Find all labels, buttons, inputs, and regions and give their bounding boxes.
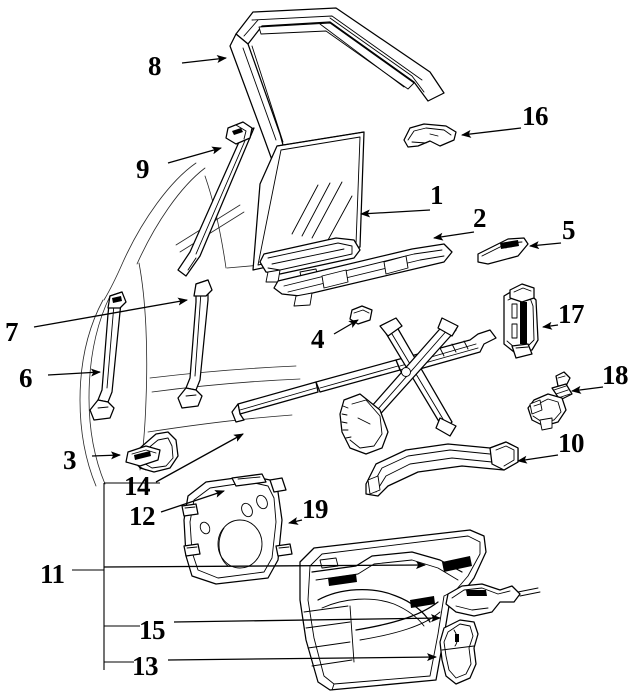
part-9-window-run-channel [177, 121, 255, 277]
callout-3: 3 [63, 445, 77, 475]
callout-14: 14 [124, 471, 151, 501]
part-17-window-regulator-motor [503, 283, 539, 359]
callout-16: 16 [522, 101, 549, 131]
callout-19: 19 [302, 494, 329, 524]
callout-18: 18 [602, 360, 629, 390]
callout-8: 8 [148, 51, 162, 81]
part-15-inside-handle-bezel [445, 583, 541, 617]
callout-5: 5 [562, 215, 576, 245]
callout-15: 15 [139, 615, 166, 645]
part-7-front-glass-run-channel [177, 279, 213, 409]
part-10-armrest-support-bracket [365, 441, 519, 497]
part-4-glass-stabilizer-bumper [349, 305, 373, 325]
callout-4: 4 [311, 324, 325, 354]
part-13-door-latch-remote-control [439, 619, 479, 685]
callout-10: 10 [558, 428, 585, 458]
part-12-window-regulator-assembly [339, 317, 459, 455]
part-5-glass-run-clip [477, 237, 529, 265]
callout-17: 17 [558, 299, 585, 329]
part-18-lock-knob-and-rod [527, 371, 573, 431]
callout-11: 11 [40, 559, 65, 589]
callout-2: 2 [473, 203, 487, 233]
callout-1: 1 [430, 180, 444, 210]
glass-lower-support-rail [273, 243, 453, 307]
callout-7: 7 [5, 317, 19, 347]
part-3-regulator-roller-guide [125, 431, 179, 473]
callout-9: 9 [136, 154, 150, 184]
callout-13: 13 [132, 651, 159, 681]
callout-12: 12 [129, 501, 156, 531]
leader-lines [33, 55, 604, 670]
part-16-door-pull-handle [403, 123, 457, 148]
part-6-rear-glass-run-channel [89, 291, 127, 421]
callout-6: 6 [19, 363, 33, 393]
part-19-inner-panel-access-cover [181, 473, 293, 585]
